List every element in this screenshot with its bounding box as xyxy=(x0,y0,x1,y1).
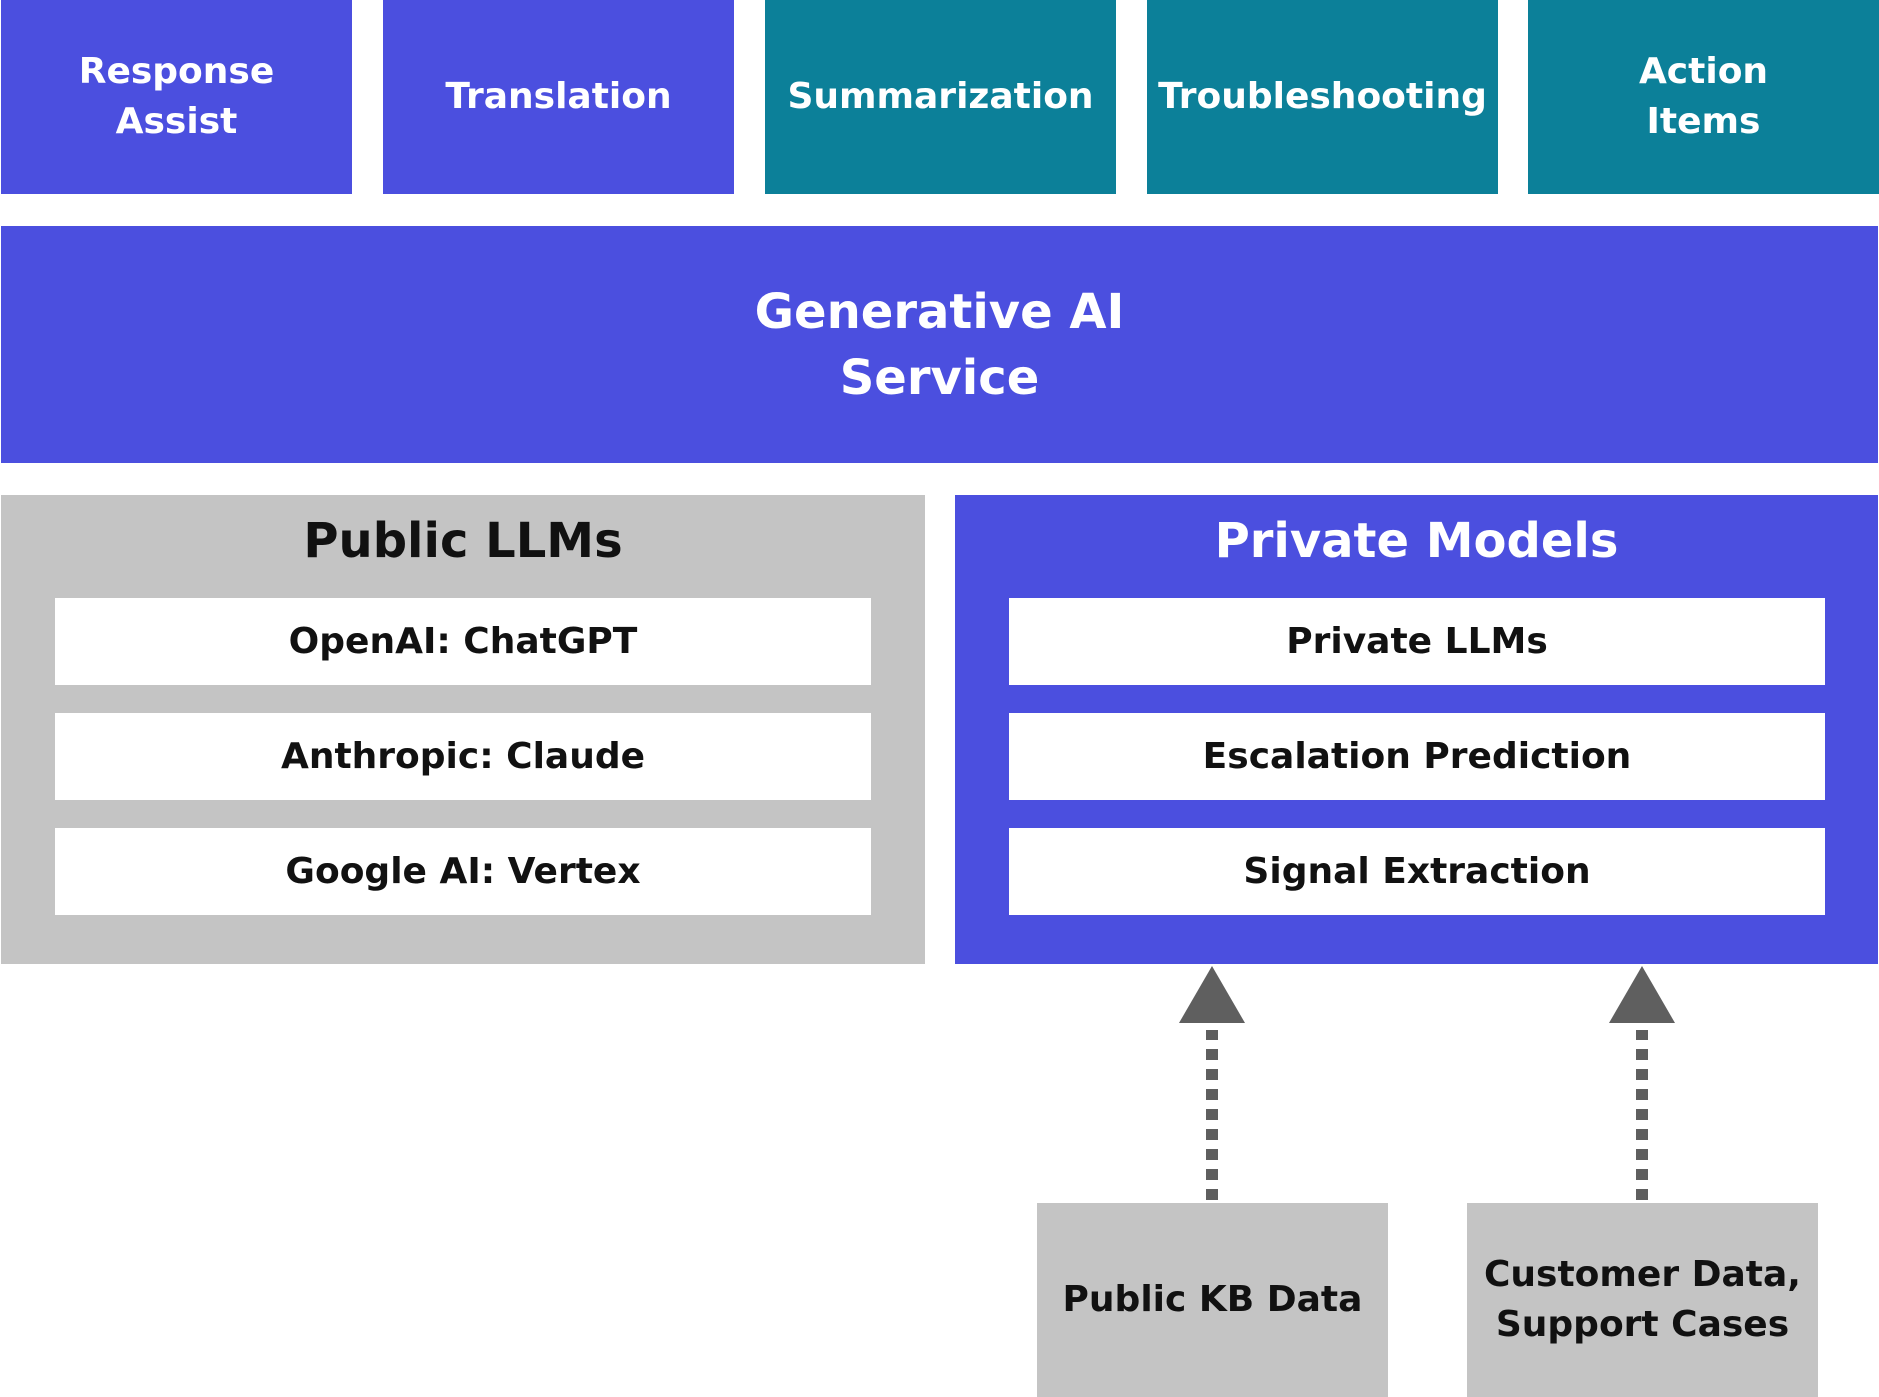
arrow-head-icon xyxy=(1609,966,1675,1023)
capability-translation: Translation xyxy=(383,0,734,194)
private-model-label: Signal Extraction xyxy=(1243,851,1591,892)
arrow-customer-data xyxy=(1609,966,1675,1200)
service-label: Generative AI Service xyxy=(754,283,1125,406)
public-llm-item: Anthropic: Claude xyxy=(55,713,871,800)
public-llm-item: OpenAI: ChatGPT xyxy=(55,598,871,685)
capability-label: Troubleshooting xyxy=(1158,76,1487,117)
private-model-item: Signal Extraction xyxy=(1009,828,1825,915)
private-model-item: Private LLMs xyxy=(1009,598,1825,685)
private-model-label: Private LLMs xyxy=(1286,621,1548,662)
capability-action-items: Action Items xyxy=(1528,0,1879,194)
public-llm-label: OpenAI: ChatGPT xyxy=(288,621,638,662)
public-llms-title: Public LLMs xyxy=(303,513,623,569)
private-models-panel: Private Models Private LLMs Escalation P… xyxy=(955,495,1878,964)
source-label: Public KB Data xyxy=(1062,1279,1363,1320)
arrow-public-kb xyxy=(1179,966,1245,1200)
public-llm-label: Google AI: Vertex xyxy=(285,851,641,892)
public-llms-panel: Public LLMs OpenAI: ChatGPT Anthropic: C… xyxy=(1,495,925,964)
private-model-label: Escalation Prediction xyxy=(1202,736,1632,777)
generative-ai-service: Generative AI Service xyxy=(1,226,1878,463)
capability-summarization: Summarization xyxy=(765,0,1116,194)
capability-label: Action Items xyxy=(1638,51,1769,142)
private-models-title: Private Models xyxy=(1214,513,1619,569)
public-llm-label: Anthropic: Claude xyxy=(280,736,646,777)
arrow-head-icon xyxy=(1179,966,1245,1023)
capability-label: Translation xyxy=(445,76,672,117)
capability-response-assist: Response Assist xyxy=(1,0,352,194)
capability-label: Response Assist xyxy=(78,51,275,142)
capability-troubleshooting: Troubleshooting xyxy=(1147,0,1498,194)
public-llm-item: Google AI: Vertex xyxy=(55,828,871,915)
source-public-kb-data: Public KB Data xyxy=(1037,1203,1388,1397)
capability-label: Summarization xyxy=(787,76,1094,117)
source-customer-data: Customer Data, Support Cases xyxy=(1467,1203,1818,1397)
source-label: Customer Data, Support Cases xyxy=(1484,1254,1801,1345)
private-model-item: Escalation Prediction xyxy=(1009,713,1825,800)
